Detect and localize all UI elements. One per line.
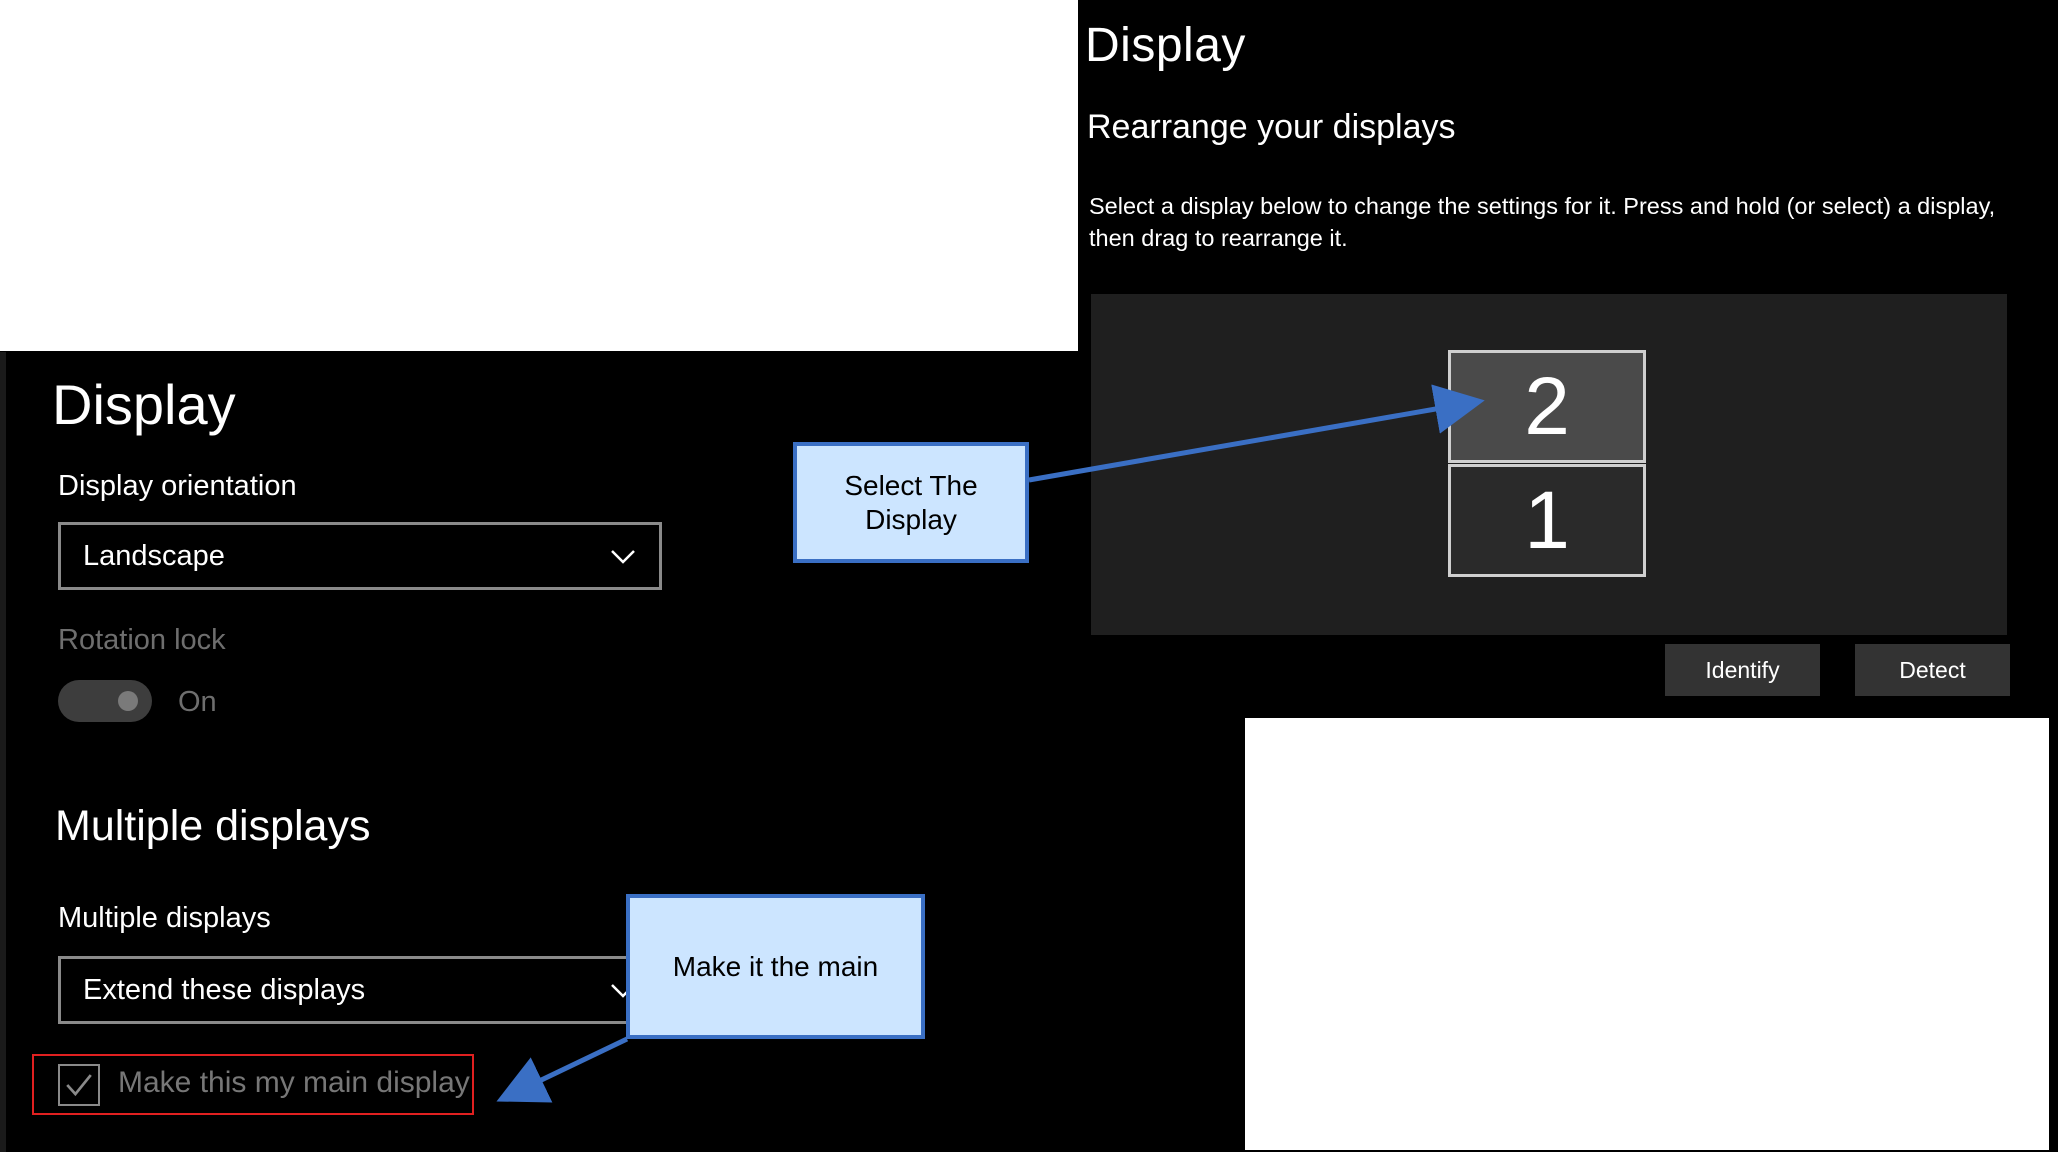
- blank-panel-bottom-right: [1245, 718, 2049, 1150]
- display-arrangement-area[interactable]: 2 1: [1091, 294, 2007, 635]
- highlight-box: [32, 1054, 474, 1115]
- orientation-label: Display orientation: [58, 470, 297, 502]
- panel-edge: [0, 352, 6, 1152]
- multiple-displays-dropdown[interactable]: Extend these displays: [58, 956, 662, 1024]
- blank-panel-top-left: [0, 0, 1078, 351]
- left-page-title: Display: [52, 373, 236, 436]
- arrow-to-checkbox: [496, 1036, 629, 1103]
- toggle-knob: [118, 691, 138, 711]
- orientation-value: Landscape: [83, 539, 225, 572]
- orientation-dropdown[interactable]: Landscape: [58, 522, 662, 590]
- identify-button[interactable]: Identify: [1665, 644, 1820, 696]
- multiple-displays-label: Multiple displays: [58, 902, 271, 934]
- callout-make-main: Make it the main: [626, 894, 925, 1039]
- section-heading: Rearrange your displays: [1087, 108, 1456, 146]
- checkmark-icon: [66, 1074, 92, 1097]
- multiple-displays-value: Extend these displays: [83, 973, 366, 1006]
- chevron-down-icon: [611, 550, 635, 564]
- arrow-to-monitor-2: [1028, 384, 1485, 483]
- multiple-displays-heading: Multiple displays: [55, 802, 371, 850]
- callout-select-display: Select The Display: [793, 442, 1029, 563]
- callout-text: Select The Display: [844, 469, 978, 535]
- rotation-lock-label: Rotation lock: [58, 624, 226, 656]
- main-display-label: Make this my main display: [118, 1066, 470, 1099]
- callout-text: Make it the main: [672, 950, 879, 982]
- rotation-lock-state: On: [178, 686, 217, 718]
- monitor-1[interactable]: 1: [1448, 464, 1646, 577]
- rotation-lock-toggle[interactable]: [58, 680, 152, 722]
- detect-button[interactable]: Detect: [1855, 644, 2010, 696]
- main-display-checkbox[interactable]: [58, 1064, 100, 1106]
- page-title: Display: [1085, 19, 1246, 72]
- instructions-text: Select a display below to change the set…: [1089, 193, 1996, 251]
